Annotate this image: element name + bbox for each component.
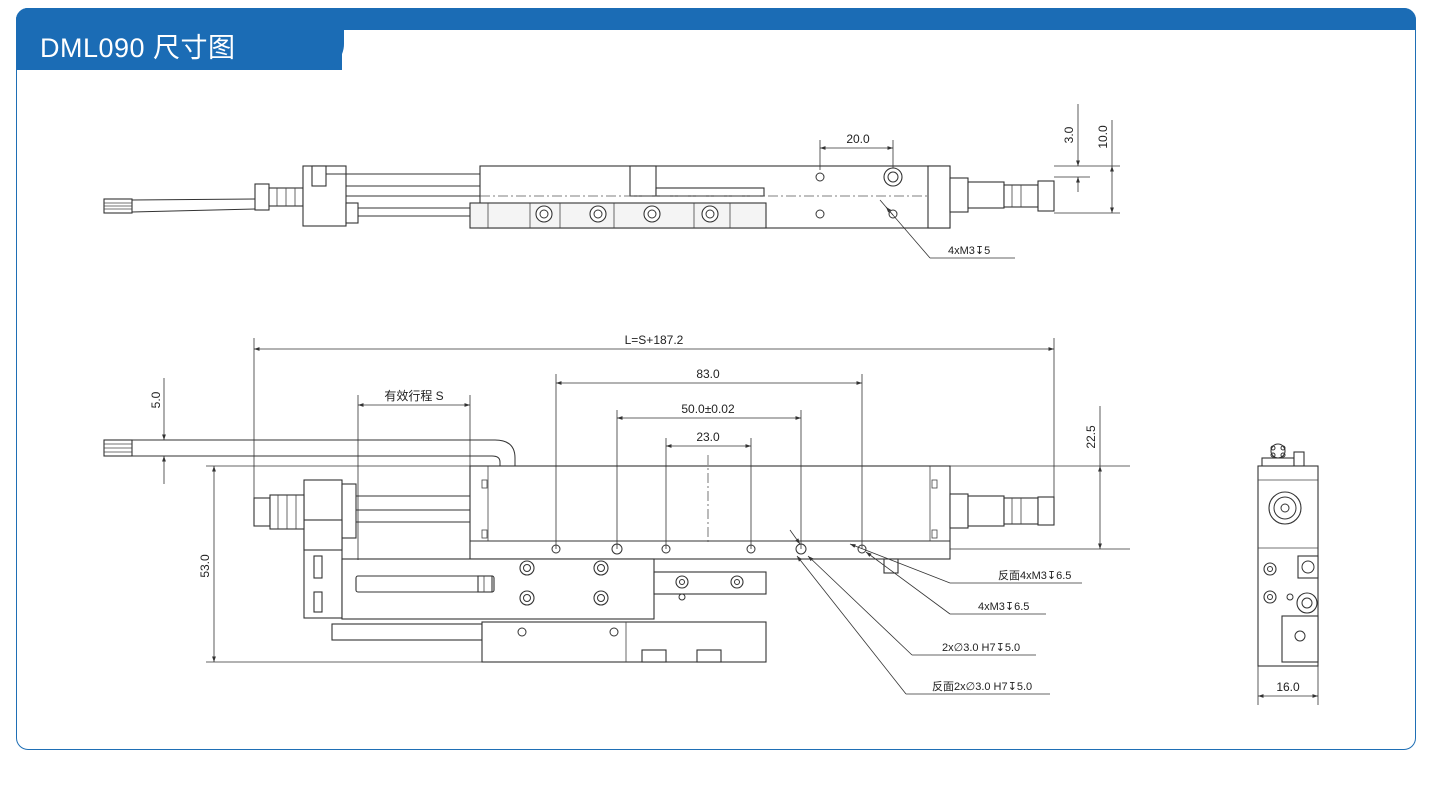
front-right-fitting xyxy=(949,493,1055,529)
dim-front-83: 83.0 xyxy=(696,367,720,381)
front-view: L=S+187.2 有效行程 S 83.0 50.0±0.02 23.0 xyxy=(103,333,1130,695)
top-left-fitting xyxy=(254,183,304,211)
callout-m3: 4xM3↧6.5 xyxy=(978,601,1029,613)
dim-front-5: 5.0 xyxy=(149,391,163,408)
dim-front-23: 23.0 xyxy=(696,430,720,444)
page-title: DML090 尺寸图 xyxy=(40,33,236,63)
top-dimensions: 20.0 3.0 10.0 4xM3↧5 xyxy=(819,104,1120,259)
front-motor xyxy=(303,479,470,619)
callout-pin: 2x∅3.0 H7↧5.0 xyxy=(942,642,1020,654)
dim-front-22: 22.5 xyxy=(1084,425,1098,449)
callout-back-m3: 反面4xM3↧6.5 xyxy=(998,569,1071,582)
dim-side-width: 16.0 xyxy=(1276,680,1300,694)
callout-top-holes: 4xM3↧5 xyxy=(948,245,990,257)
front-left-fitting xyxy=(253,494,305,530)
top-holes xyxy=(815,167,903,219)
top-right-fitting xyxy=(949,177,1055,213)
title-tab xyxy=(16,8,342,70)
top-carriage xyxy=(469,202,767,229)
top-cable xyxy=(103,198,256,214)
top-view: 20.0 3.0 10.0 4xM3↧5 xyxy=(103,104,1120,259)
side-view: 16.0 xyxy=(1257,443,1319,705)
front-main-body xyxy=(469,465,951,560)
front-callouts: 反面4xM3↧6.5 4xM3↧6.5 2x∅3.0 H7↧5.0 反面2x∅3… xyxy=(789,529,1082,695)
dim-front-53: 53.0 xyxy=(198,554,212,578)
dim-front-stroke: 有效行程 S xyxy=(384,388,443,403)
dim-top-small: 3.0 xyxy=(1062,126,1076,143)
callout-back-pin: 反面2x∅3.0 H7↧5.0 xyxy=(932,680,1032,693)
dim-top-height: 10.0 xyxy=(1096,125,1110,149)
dim-top-width: 20.0 xyxy=(846,132,870,146)
front-dimensions: L=S+187.2 有效行程 S 83.0 50.0±0.02 23.0 xyxy=(149,333,1130,663)
top-carriage-screws xyxy=(535,205,719,223)
dim-front-total: L=S+187.2 xyxy=(625,333,684,347)
front-cable xyxy=(103,439,516,466)
dim-front-50: 50.0±0.02 xyxy=(681,402,735,416)
front-carriage xyxy=(331,558,767,663)
header-band xyxy=(16,8,1416,30)
